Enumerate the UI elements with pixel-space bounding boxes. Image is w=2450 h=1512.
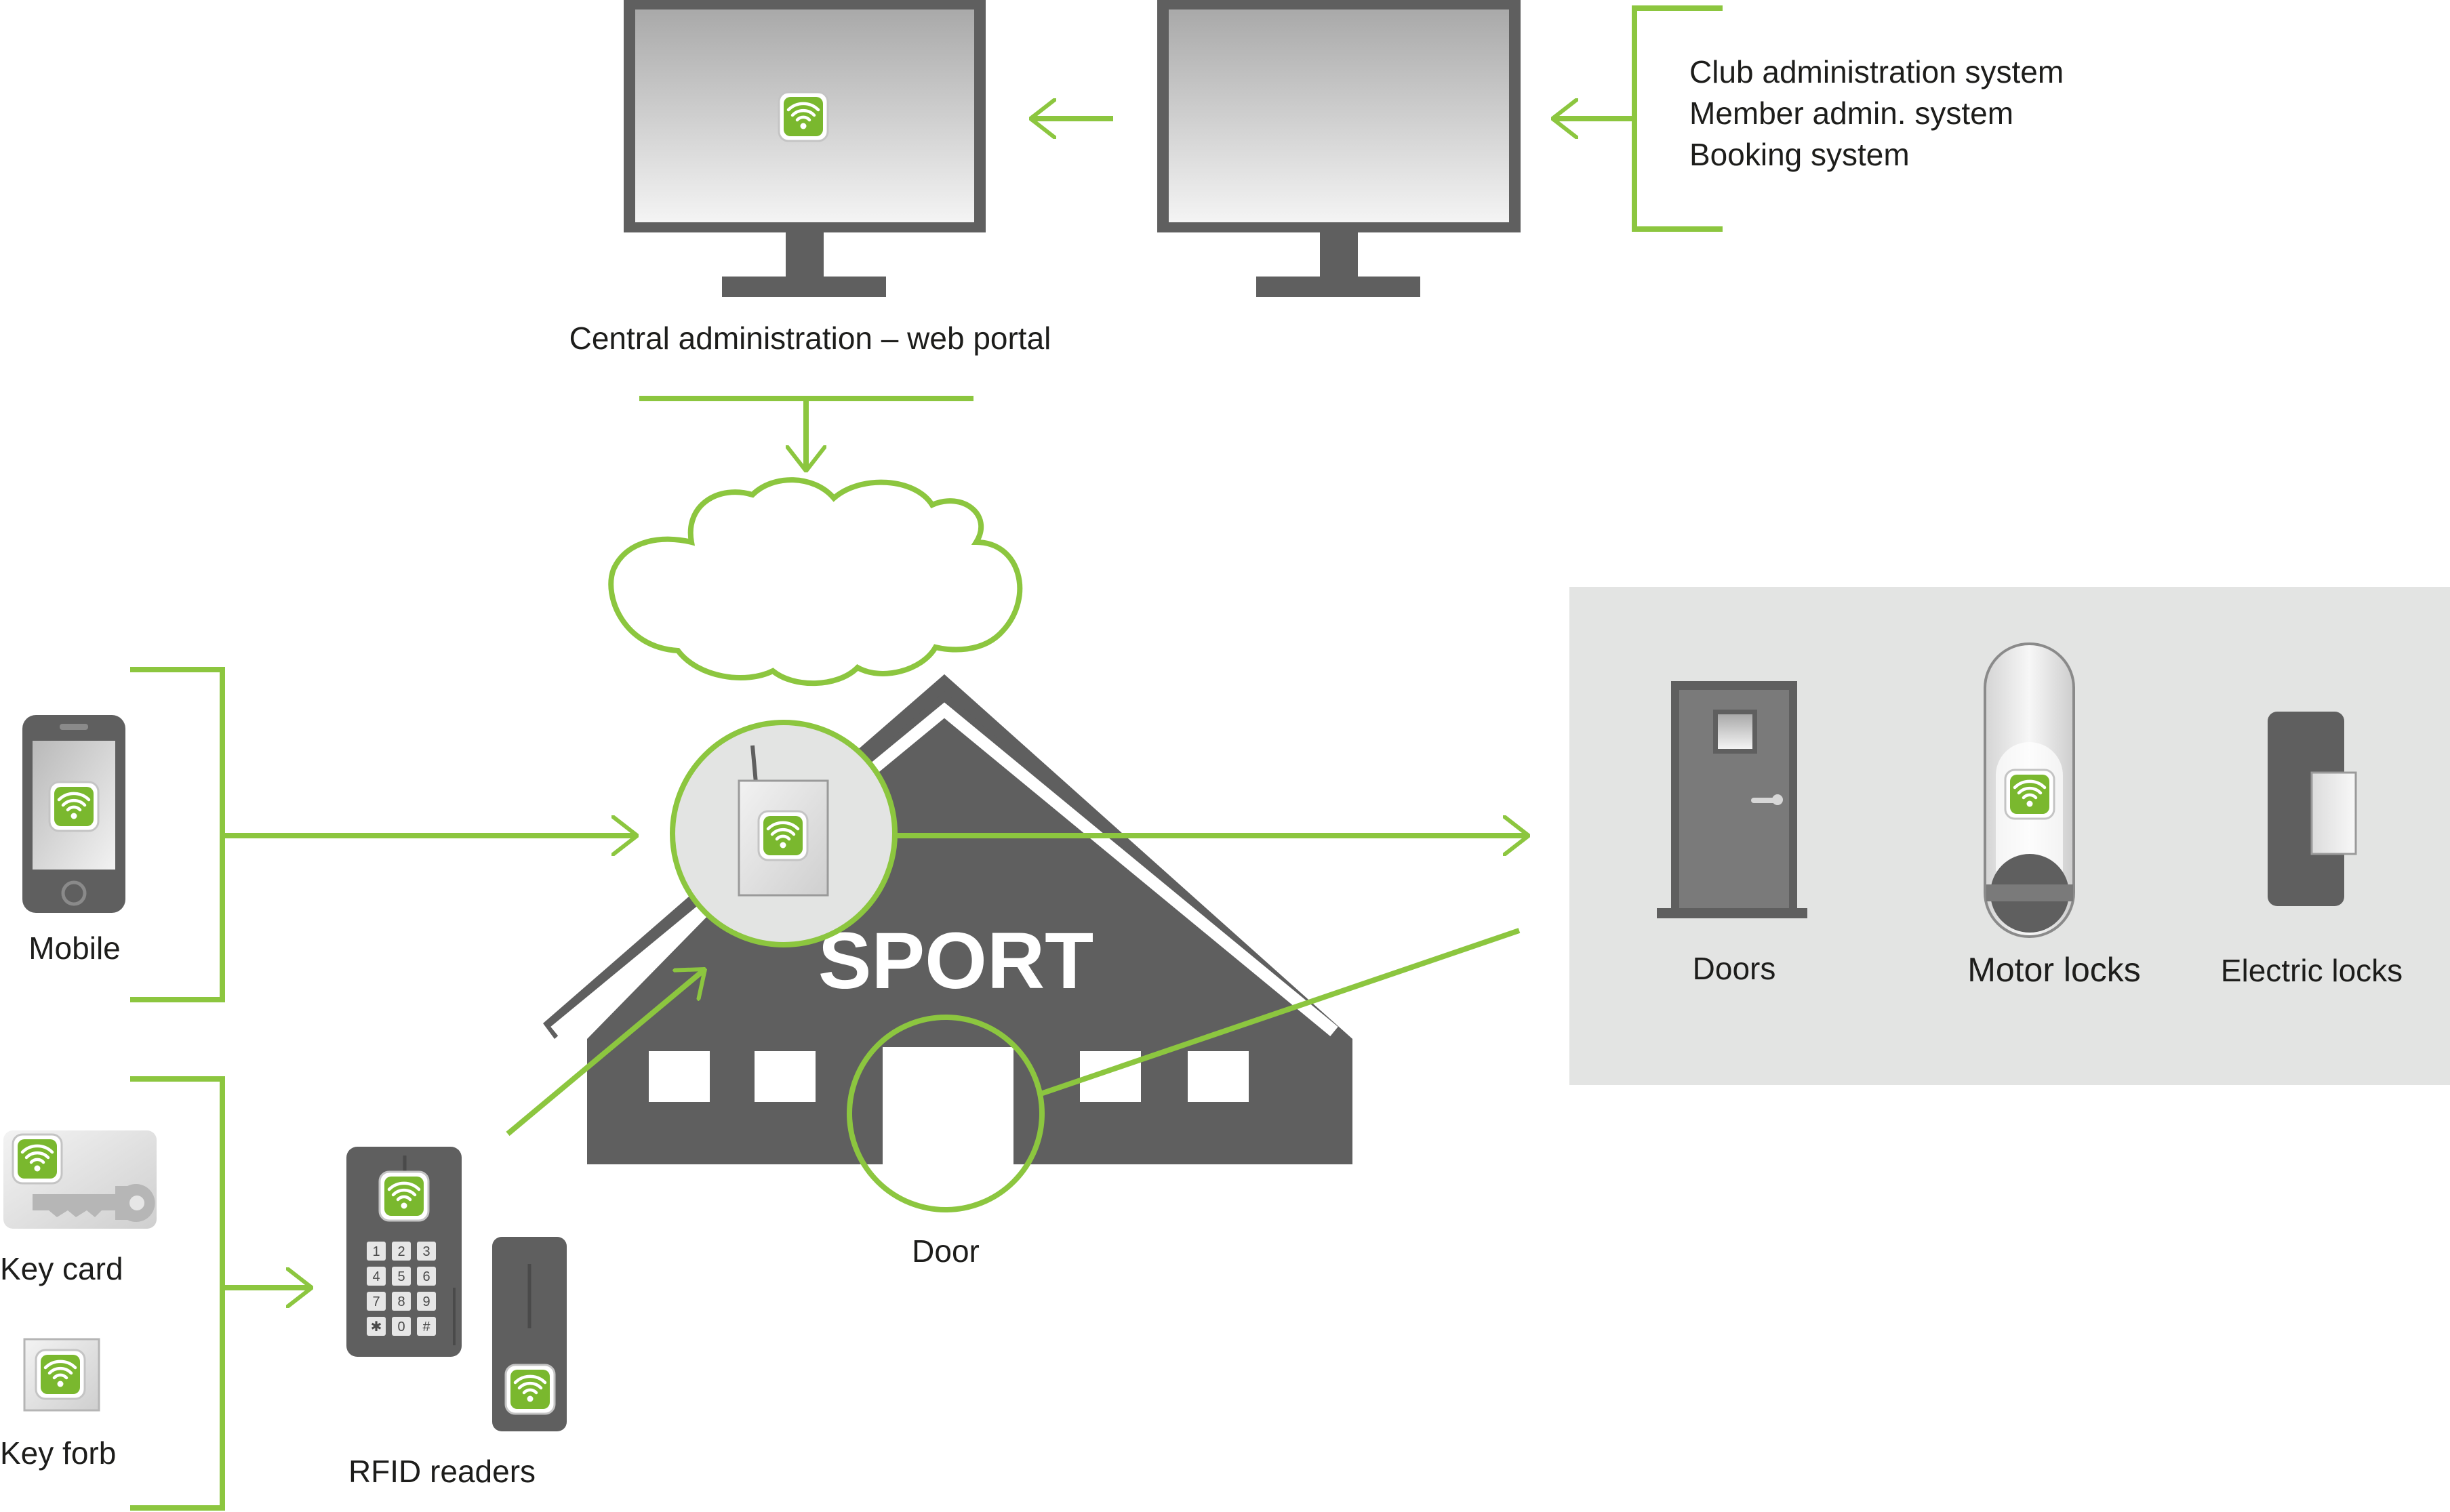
sport-building: SPORT (543, 674, 1352, 1164)
building-sign: SPORT (818, 916, 1094, 1006)
key-card-label: Key card (0, 1251, 123, 1286)
nfc-wireless-icon (36, 1350, 85, 1399)
keypad-key-label: 1 (372, 1244, 380, 1259)
keypad-key-label: 6 (422, 1269, 430, 1284)
electric-lock-device (2268, 712, 2357, 906)
mobile-bracket (130, 667, 225, 1002)
external-systems-monitor (1157, 0, 1521, 297)
central-admin-monitor (624, 0, 986, 297)
keypad-key-label: 4 (372, 1269, 380, 1284)
rfid-slim-reader (492, 1237, 567, 1431)
nfc-wireless-icon (13, 1135, 62, 1183)
door-device (1657, 681, 1807, 918)
credentials-bracket (130, 1076, 225, 1511)
doors-label: Doors (1693, 951, 1776, 986)
keypad: 1 2 3 4 5 6 7 8 9 ✱ 0 # (367, 1242, 436, 1336)
arrow-readers-to-hub (506, 966, 705, 1137)
rfid-readers-label: RFID readers (348, 1454, 536, 1489)
keypad-key: 9 (417, 1292, 436, 1311)
keypad-key-label: 7 (372, 1294, 380, 1309)
keypad-key: 3 (417, 1242, 436, 1261)
nfc-wireless-icon (380, 1172, 428, 1221)
central-admin-label: Central administration – web portal (569, 321, 1051, 356)
key-card (3, 1130, 157, 1229)
mobile-label: Mobile (28, 931, 121, 966)
keypad-key: 1 (367, 1242, 386, 1261)
system-label-booking: Booking system (1689, 137, 1910, 172)
keypad-key: 6 (417, 1267, 436, 1286)
cloud-icon (608, 477, 1023, 687)
nfc-wireless-icon (779, 92, 828, 141)
hub-controller (670, 720, 898, 947)
keypad-key-label: # (422, 1320, 430, 1334)
door-label: Door (912, 1233, 980, 1269)
keypad-key: 2 (392, 1242, 411, 1261)
keypad-key-label: 8 (397, 1294, 405, 1309)
keypad-key-label: ✱ (371, 1320, 382, 1334)
nfc-wireless-icon (759, 811, 807, 860)
nfc-wireless-icon (49, 782, 98, 831)
nfc-wireless-icon (506, 1365, 555, 1414)
system-label-club: Club administration system (1689, 54, 2064, 89)
keypad-key: ✱ (367, 1317, 386, 1336)
keypad-key-label: 3 (422, 1244, 430, 1259)
keypad-key-label: 9 (422, 1294, 430, 1309)
key-fob (23, 1338, 100, 1412)
motor-locks-label: Motor locks (1967, 951, 2141, 989)
keypad-key-label: 0 (397, 1320, 405, 1334)
door-highlight (847, 1015, 1045, 1212)
keypad-key-label: 2 (397, 1244, 405, 1259)
mobile-phone (22, 715, 125, 913)
system-label-member: Member admin. system (1689, 96, 2013, 131)
keypad-key: 8 (392, 1292, 411, 1311)
keypad-key: 7 (367, 1292, 386, 1311)
keypad-key: # (417, 1317, 436, 1336)
key-fob-label: Key forb (0, 1435, 116, 1471)
systems-bracket (1632, 5, 1723, 232)
motor-lock-device (1984, 642, 2075, 938)
electric-locks-label: Electric locks (2221, 953, 2403, 988)
keypad-key: 0 (392, 1317, 411, 1336)
keypad-key: 4 (367, 1267, 386, 1286)
door-connector (1037, 928, 1521, 1097)
nfc-wireless-icon (2005, 770, 2054, 819)
keypad-key-label: 5 (397, 1269, 405, 1284)
rfid-keypad-reader: 1 2 3 4 5 6 7 8 9 ✱ 0 # (346, 1147, 462, 1357)
keypad-key: 5 (392, 1267, 411, 1286)
